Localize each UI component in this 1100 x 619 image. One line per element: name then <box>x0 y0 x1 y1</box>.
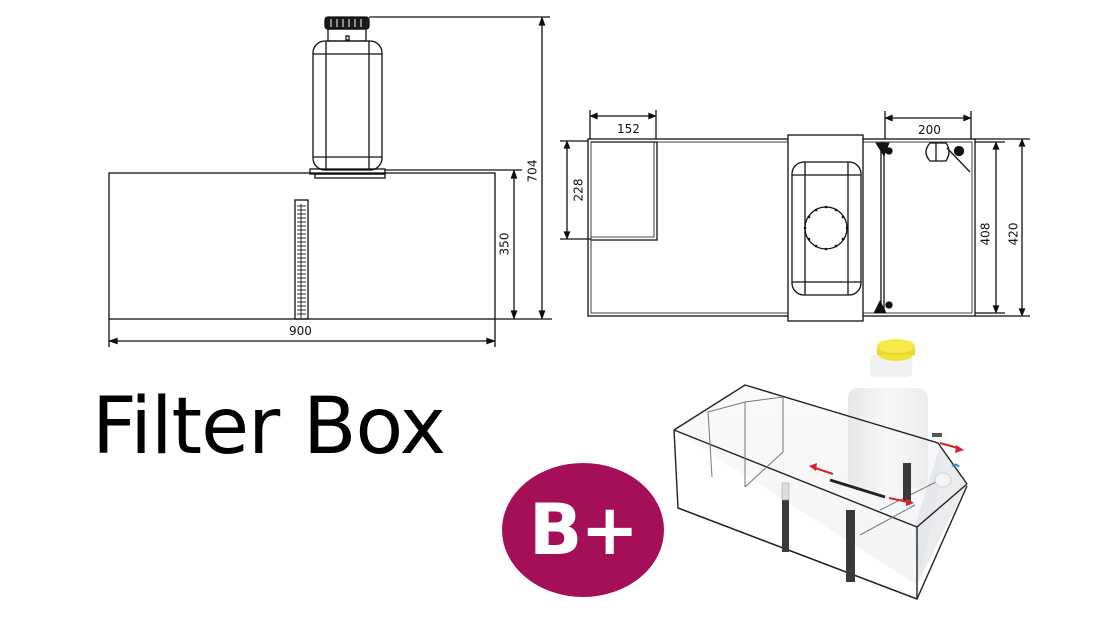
grade-badge-label: B+ <box>528 489 639 571</box>
tank-top-outline <box>587 138 976 317</box>
grade-badge: B+ <box>502 463 664 597</box>
arrow-left-icon <box>809 463 817 471</box>
water-bottle-3d <box>848 339 928 488</box>
dim-width-900: 900 <box>289 324 312 338</box>
arrow-right-icon <box>955 445 964 453</box>
float-valve-icon <box>925 142 950 162</box>
bottle-body <box>312 40 383 171</box>
level-gauge <box>294 199 309 320</box>
level-gauge-3d <box>782 500 789 552</box>
arrow-right-icon <box>906 498 914 506</box>
dim-right-chamber-width-200: 200 <box>918 123 941 137</box>
clip-bottom-icon <box>873 300 887 314</box>
dim-compartment-width-152: 152 <box>617 122 640 136</box>
flow-arrows <box>809 442 964 506</box>
page-title: Filter Box <box>92 382 446 472</box>
